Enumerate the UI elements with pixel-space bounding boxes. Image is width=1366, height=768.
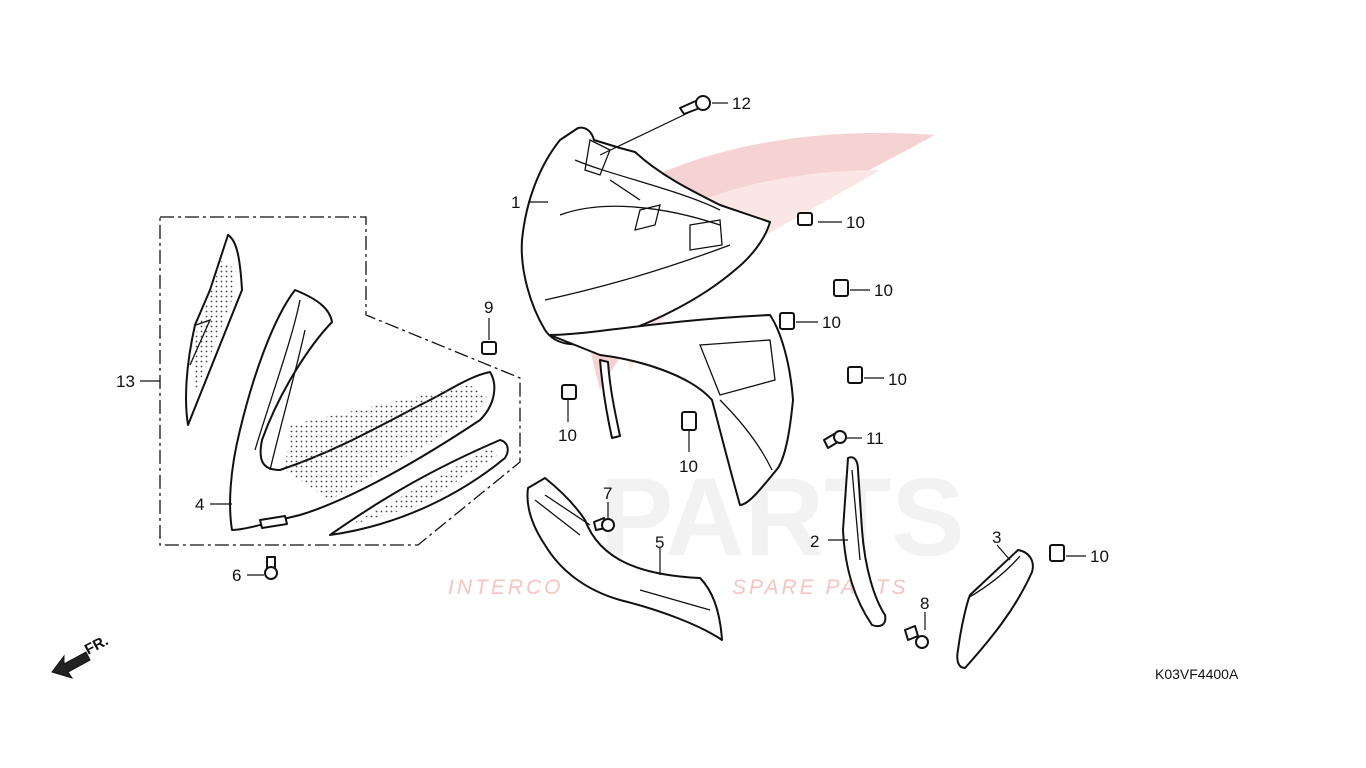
callout-1: 1	[511, 193, 520, 212]
callout-labels: 12 1 10 10 10 10 10 10 9 11 2 3 10 7 5 8…	[116, 94, 1109, 613]
clip-group	[481, 212, 1065, 562]
clip-10b	[833, 279, 849, 297]
callout-2: 2	[810, 532, 819, 551]
callout-4: 4	[195, 495, 204, 514]
callout-10-b: 10	[874, 281, 893, 300]
callout-7: 7	[603, 484, 612, 503]
callout-9: 9	[484, 298, 493, 317]
clip-10c	[779, 312, 795, 330]
clip-10f	[681, 411, 697, 431]
diagram-code: K03VF4400A	[1155, 666, 1239, 682]
clip-10e	[561, 384, 577, 400]
front-cover	[229, 289, 496, 531]
leader-lines	[140, 102, 1086, 630]
kit-boundary	[159, 216, 521, 546]
screw-group	[264, 95, 929, 649]
callout-10-e: 10	[558, 426, 577, 445]
watermark-brand: PARTS	[600, 456, 965, 579]
side-strip	[842, 456, 887, 628]
front-direction-marker: FR.	[51, 632, 111, 679]
screw-11	[823, 430, 847, 449]
clip-10d	[847, 366, 863, 384]
callout-11: 11	[866, 429, 884, 448]
callout-13: 13	[116, 372, 135, 391]
screw-6	[264, 556, 278, 580]
clip-10a	[797, 212, 813, 226]
callout-8: 8	[920, 594, 929, 613]
screw-7	[593, 517, 615, 532]
callout-3: 3	[992, 528, 1001, 547]
callout-12: 12	[732, 94, 751, 113]
screw-8	[904, 625, 929, 649]
callout-10-c: 10	[822, 313, 841, 332]
clip-10g	[1049, 544, 1065, 562]
clip-9	[481, 341, 497, 355]
decal-strip	[185, 234, 243, 426]
callout-10-a: 10	[846, 213, 865, 232]
screw-12	[679, 95, 711, 115]
lower-vent-panel	[329, 439, 509, 536]
callout-5: 5	[655, 533, 664, 552]
callout-10-d: 10	[888, 370, 907, 389]
callout-10-f: 10	[679, 457, 698, 476]
inner-lower-panel	[526, 477, 723, 641]
callout-10-g: 10	[1090, 547, 1109, 566]
front-arrow-icon	[51, 651, 91, 679]
front-top-cover	[520, 126, 794, 506]
callout-6: 6	[232, 566, 241, 585]
watermark-tagline-right: SPARE PARTS	[732, 576, 909, 599]
watermark-tagline-left: INTERCO	[448, 576, 564, 599]
side-panel	[956, 549, 1034, 669]
